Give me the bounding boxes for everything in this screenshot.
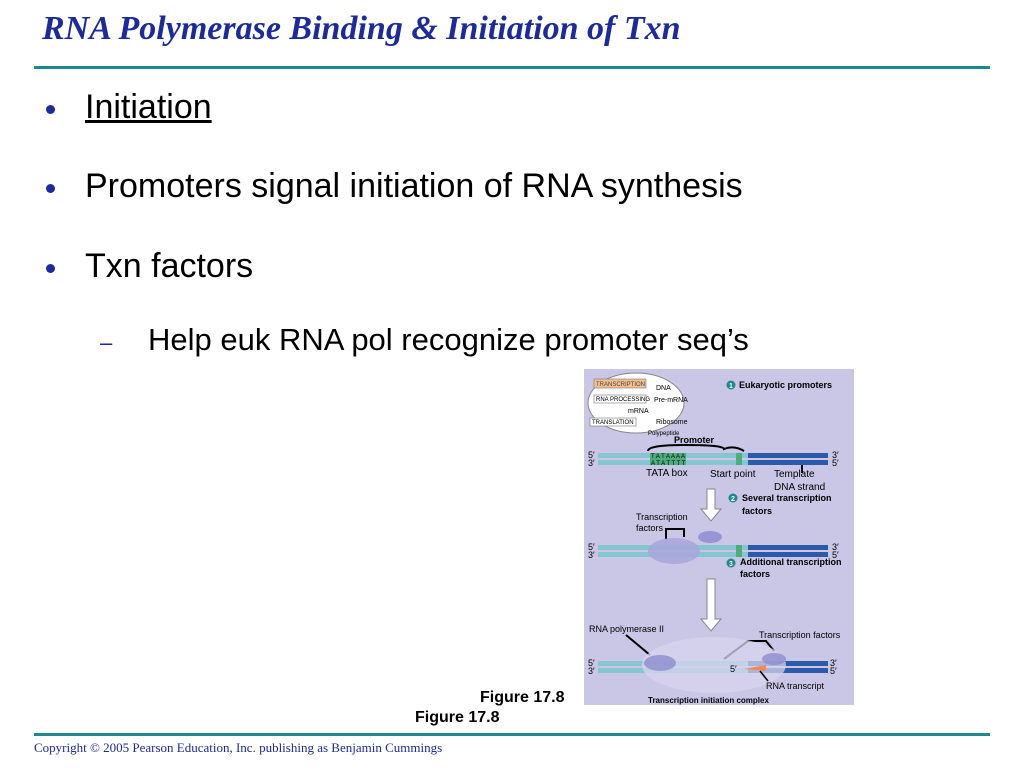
- tf-right-label: Transcription factors: [759, 630, 841, 640]
- dna3-3-right: 3′: [830, 658, 837, 668]
- template-label: Template: [774, 469, 815, 480]
- sub-bullet-help-euk: Help euk RNA pol recognize promoter seq’…: [148, 322, 749, 357]
- initiation-complex: [642, 637, 786, 693]
- title-divider: [34, 66, 990, 69]
- bullet-promoters: Promoters signal initiation of RNA synth…: [85, 167, 743, 205]
- inset-ribosome: Ribosome: [656, 419, 688, 426]
- inset-pre-mrna: Pre-mRNA: [654, 397, 688, 404]
- dna1-3-left: 3′: [588, 458, 595, 468]
- step-2-marker: [728, 493, 738, 503]
- step-2-number: 2: [731, 496, 735, 503]
- inset-translation: TRANSLATION: [592, 420, 634, 426]
- step-1-number: 1: [729, 383, 733, 390]
- inset-transcription: TRANSCRIPTION: [596, 382, 645, 388]
- slide-title: RNA Polymerase Binding & Initiation of T…: [42, 10, 681, 47]
- bullet-dot: [46, 105, 55, 114]
- complex-label: Transcription initiation complex: [648, 696, 769, 705]
- step-2-label-2: factors: [742, 506, 772, 516]
- dna-strand-2: 5′ 3′ 3′ 5′: [588, 531, 839, 564]
- dna2-3-left: 3′: [588, 550, 595, 560]
- step-3-label-1: Additional transcription: [740, 557, 842, 567]
- step-3-marker: [726, 558, 736, 568]
- dna1-5-right: 5′: [832, 458, 839, 468]
- step-1-label: Eukaryotic promoters: [739, 380, 832, 390]
- step-3-number: 3: [729, 561, 733, 568]
- bullet-txn-factors: Txn factors: [85, 247, 254, 285]
- dna1-5-left: 5′: [588, 450, 595, 460]
- rna-transcript-shape: [744, 665, 766, 671]
- bullet-initiation: Initiation: [85, 88, 212, 126]
- start-point-label: Start point: [710, 469, 756, 480]
- dna-strand-label: DNA strand: [774, 482, 825, 493]
- tf-label-2: factors: [636, 523, 664, 533]
- tata-bottom: A T A T T T T: [651, 461, 686, 467]
- dna3-5-left: 5′: [588, 658, 595, 668]
- sub-bullet-dash: –: [100, 330, 113, 355]
- inset-polypeptide: Polypeptide: [648, 431, 680, 437]
- rna-5-prime: 5′: [730, 664, 737, 674]
- dna3-5-right: 5′: [830, 666, 837, 676]
- figure-label-outer: Figure 17.8: [415, 709, 500, 726]
- tf-blob: [648, 538, 700, 564]
- rna-transcript-label: RNA transcript: [766, 681, 825, 691]
- tata-box-label: TATA box: [646, 468, 688, 479]
- figure-label-inner: Figure 17.8: [480, 689, 565, 706]
- tf-label-1: Transcription: [636, 512, 688, 522]
- promoter-label: Promoter: [674, 435, 715, 445]
- dna2-5-left: 5′: [588, 542, 595, 552]
- footer-divider: [34, 733, 990, 736]
- dna3-3-left: 3′: [588, 666, 595, 676]
- inset-dna: DNA: [656, 385, 671, 392]
- dna2-5-right: 5′: [832, 550, 839, 560]
- step-2-label-1: Several transcription: [742, 493, 832, 503]
- inset-rna-processing: RNA PROCESSING: [596, 397, 650, 403]
- inset-mrna: mRNA: [628, 408, 649, 415]
- dna-strand-1: T A T A A A A A T A T T T T 5′ 3′ 3′ 5′: [588, 450, 839, 468]
- tata-top: T A T A A A A: [651, 454, 685, 460]
- transcription-diagram: TRANSCRIPTION DNA RNA PROCESSING Pre-mRN…: [587, 372, 842, 705]
- down-arrow-2: [699, 578, 723, 632]
- dna1-3-right: 3′: [832, 450, 839, 460]
- overview-inset: TRANSCRIPTION DNA RNA PROCESSING Pre-mRN…: [587, 372, 688, 437]
- step-1-marker: [726, 380, 736, 390]
- step-3-label-2: factors: [740, 569, 770, 579]
- down-arrow-1: [699, 488, 723, 522]
- promoter-bracket: [647, 443, 745, 452]
- dna-strand-3: 5′ 5′ 3′ 3′ 5′: [588, 637, 837, 693]
- rna-pol-label: RNA polymerase II: [589, 624, 664, 634]
- figure-17-8: TRANSCRIPTION DNA RNA PROCESSING Pre-mRN…: [584, 369, 854, 705]
- dna2-3-right: 3′: [832, 542, 839, 552]
- bullet-dot: [46, 264, 55, 273]
- copyright-text: Copyright © 2005 Pearson Education, Inc.…: [34, 740, 443, 755]
- bullet-dot: [46, 184, 55, 193]
